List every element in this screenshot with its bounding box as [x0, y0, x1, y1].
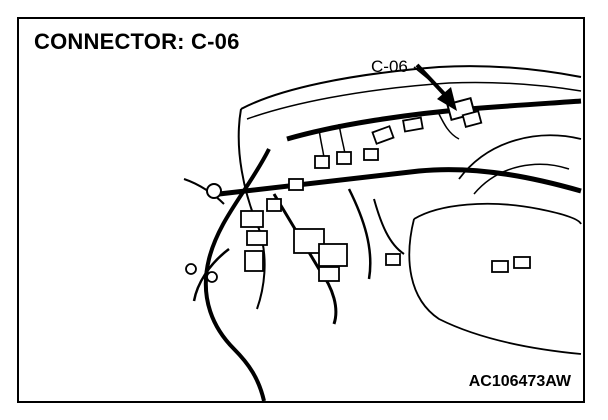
branch-c [438, 113, 460, 140]
branch-a [318, 128, 325, 160]
branch-b [338, 123, 346, 155]
connector-5 [363, 148, 379, 161]
dashboard-top-outline [240, 65, 582, 110]
connector-2 [402, 116, 424, 133]
right-branch [373, 198, 405, 255]
connector-14 [385, 253, 401, 266]
connector-6 [288, 178, 304, 191]
callout-arrow-shaft [415, 63, 449, 99]
center-harness-2 [347, 188, 372, 280]
left-harness [203, 148, 271, 401]
left-harness-branch [192, 248, 230, 302]
dashboard-wiring-illustration [183, 63, 582, 401]
connector-10 [244, 250, 264, 272]
connector-15 [491, 260, 509, 273]
terminal-ring-2 [206, 271, 218, 283]
connector-callout-label: C-06 [371, 57, 408, 76]
lower-panel [413, 202, 582, 225]
connector-4 [336, 151, 352, 165]
connector-12 [318, 243, 348, 267]
terminal-ring-1 [185, 263, 197, 275]
connector-1 [371, 125, 395, 145]
connector-3 [314, 155, 330, 169]
connector-9 [266, 198, 282, 212]
callout-arrow-head [437, 87, 457, 111]
figure-code: AC106473AW [468, 373, 571, 390]
connector-c06-b [461, 110, 483, 128]
connector-16 [513, 256, 531, 269]
connector-8 [246, 230, 268, 246]
dashboard-top-inner [246, 81, 582, 120]
lower-harness [218, 167, 582, 197]
diagram-frame: CONNECTOR: C-06 C-06 AC106473AW [17, 17, 585, 403]
grommet-wire [183, 178, 225, 205]
diagram-title: CONNECTOR: C-06 [34, 29, 240, 54]
dashboard-left-edge [237, 108, 266, 310]
connector-7 [240, 210, 264, 228]
connector-13 [318, 266, 340, 282]
lower-panel-edge [408, 218, 582, 355]
grommet [206, 183, 222, 199]
cluster-hood [458, 134, 582, 180]
cluster-ring [473, 163, 570, 195]
main-harness [286, 98, 582, 142]
